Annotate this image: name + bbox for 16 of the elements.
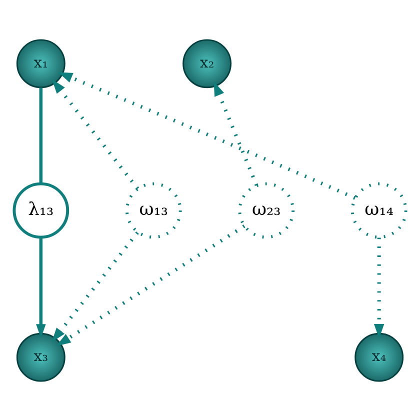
node-circle: ω₁₄	[350, 182, 408, 238]
node-circle: x₂	[182, 38, 232, 88]
node-circle: ω₁₃	[125, 182, 182, 238]
arrow	[58, 72, 356, 200]
node-circle: x₃	[16, 332, 66, 382]
arrow	[374, 237, 384, 338]
node-circle: x₄	[354, 332, 404, 382]
arrow	[52, 231, 139, 342]
connector	[39, 87, 43, 184]
arrow	[214, 80, 258, 186]
node-circle: λ₁₃	[12, 182, 70, 238]
arrow	[52, 78, 140, 190]
arrow	[56, 224, 246, 346]
arrow	[36, 237, 46, 338]
node-circle: x₁	[16, 38, 66, 88]
node-circle: ω₂₃	[238, 182, 295, 238]
